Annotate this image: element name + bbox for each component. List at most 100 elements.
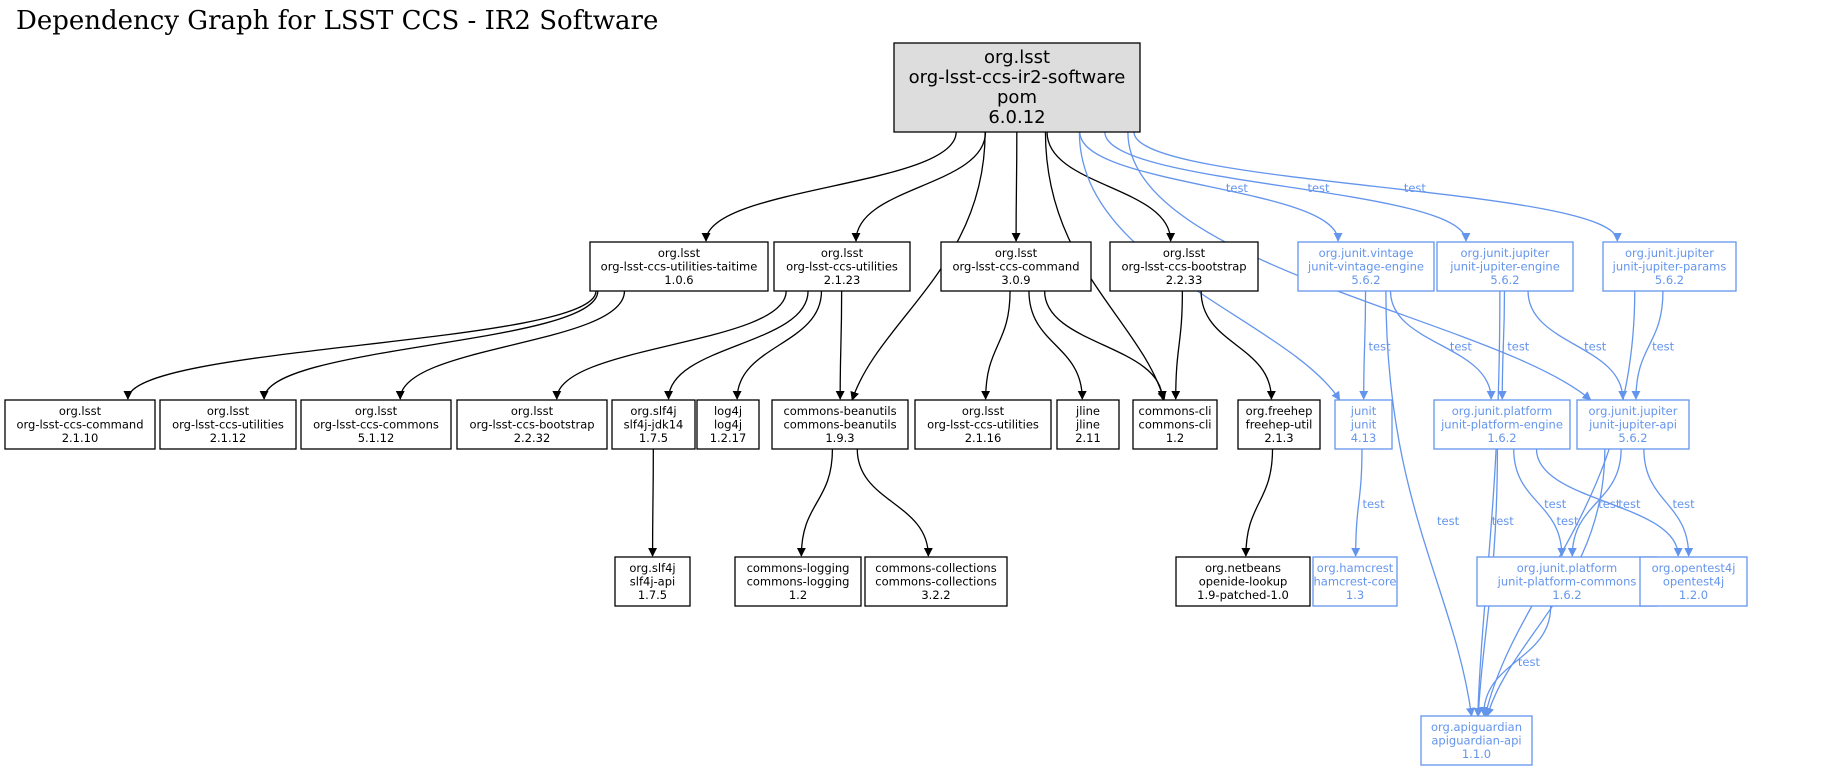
node-box [1109,241,1259,292]
node-label-line: freehep-util [1246,417,1313,431]
node-label-line: org.lsst [962,404,1005,418]
node-box [614,556,691,607]
edge-label: test [1363,497,1386,511]
node-box [1334,399,1393,450]
node-label-line: org-lsst-ccs-ir2-software [909,67,1126,88]
edge-label: test [1450,339,1473,353]
node-box [1175,556,1311,607]
edge-label: test [1507,339,1530,353]
node-platformengine: org.junit.platformjunit-platform-engine1… [1433,399,1571,450]
node-label-line: 3.2.2 [921,588,950,602]
node-label-line: org.junit.platform [1517,561,1618,575]
node-box [773,241,911,292]
node-label-line: 1.9-patched-1.0 [1197,588,1289,602]
node-label-line: jline [1075,417,1100,431]
edge-utilities2123-to-log4j [732,290,823,400]
edge-jupiterapi-to-platformcommons [1567,448,1622,557]
node-label-line: org.lsst [59,404,102,418]
edge-label: test [1618,497,1641,511]
node-label-line: 5.6.2 [1490,273,1519,287]
edge-platformengine-to-platformcommons [1513,448,1567,557]
node-box [940,241,1092,292]
node-label-line: 5.6.2 [1655,273,1684,287]
node-label-line: org.freehep [1246,404,1313,418]
edge-junit-to-hamcrest [1351,448,1363,557]
node-label-line: org.slf4j [629,561,675,575]
node-label-line: hamcrest-core [1314,574,1397,588]
node-label-line: org-lsst-ccs-utilities-taitime [601,259,758,273]
node-label-line: 2.1.3 [1264,431,1293,445]
edge-label: test [1369,339,1392,353]
edge-root-to-jupiterengine [1104,131,1471,242]
node-box [1639,556,1748,607]
node-vintage: org.junit.vintagejunit-vintage-engine5.6… [1297,241,1435,292]
node-box [1132,399,1218,450]
node-label-line: org-lsst-ccs-utilities [927,417,1039,431]
node-box [1602,241,1737,292]
node-box [914,399,1052,450]
node-box [1297,241,1435,292]
node-label-line: 1.3 [1346,588,1364,602]
node-box [589,241,769,292]
node-box [1420,715,1533,766]
node-label-line: commons-cli [1139,404,1212,418]
node-box [771,399,909,450]
node-label-line: 2.1.12 [210,431,247,445]
node-label-line: org.lsst [984,47,1050,68]
node-openide: org.netbeansopenide-lookup1.9-patched-1.… [1175,556,1311,607]
node-label-line: org.junit.jupiter [1589,404,1678,418]
node-label-line: log4j [714,404,742,418]
node-label-line: 1.2.0 [1679,588,1708,602]
node-label-line: org.junit.vintage [1319,246,1414,260]
node-label-line: 2.2.33 [1166,273,1203,287]
node-box [864,556,1008,607]
node-box [893,42,1141,133]
node-label-line: apiguardian-api [1431,733,1521,747]
node-label-line: junit-platform-engine [1440,417,1563,431]
edge-root-to-bootstrap2233 [1046,131,1176,242]
node-label-line: org.hamcrest [1317,561,1394,575]
node-jupiterengine: org.junit.jupiterjunit-jupiter-engine5.6… [1436,241,1574,292]
edge-platformcommons-to-apiguardian [1479,605,1552,716]
node-box [4,399,156,450]
edge-root-to-utilities2123 [851,131,987,242]
edge-beanutils-to-collections [856,448,933,557]
edge-root-to-commonscli [1044,131,1167,401]
node-label-line: org.apiguardian [1431,720,1522,734]
node-label-line: org.junit.jupiter [1461,246,1550,260]
edge-label: test [1544,497,1567,511]
node-taitime: org.lsstorg-lsst-ccs-utilities-taitime1.… [589,241,769,292]
edge-utilities2123-to-beanutils [835,290,845,400]
node-box [1237,399,1321,450]
edge-vintage-to-platformengine [1389,290,1496,400]
node-label-line: 5.6.2 [1618,431,1647,445]
node-label-line: 5.6.2 [1351,273,1380,287]
edge-jupiterengine-to-apiguardian [1473,290,1501,717]
edge-command309-to-utilities2116 [981,290,1011,400]
edge-root-to-vintage [1079,131,1343,242]
node-label-line: 1.6.2 [1552,588,1581,602]
node-label-line: 2.2.32 [514,431,551,445]
edge-label: test [1584,339,1607,353]
node-label-line: junit-vintage-engine [1307,259,1424,273]
node-label-line: 3.0.9 [1001,273,1030,287]
node-label-line: org.lsst [207,404,250,418]
node-label-line: 1.7.5 [638,588,667,602]
edge-label: test [1673,497,1696,511]
node-label-line: openide-lookup [1199,574,1288,588]
